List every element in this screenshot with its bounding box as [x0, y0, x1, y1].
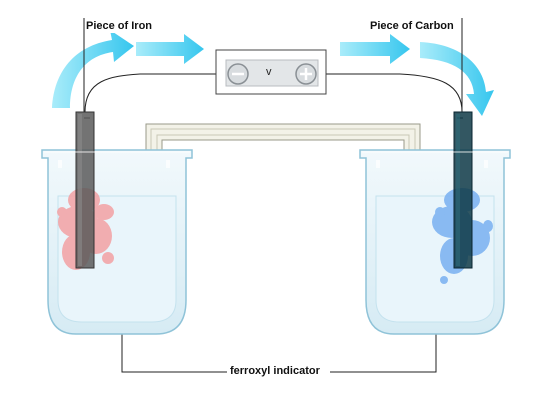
label-piece-of-carbon: Piece of Carbon [370, 20, 454, 33]
minus-icon [227, 63, 249, 85]
beaker-left [41, 111, 193, 335]
external-circuit-wire [84, 73, 463, 113]
voltmeter [215, 49, 327, 95]
flow-arrow-left-curve [52, 30, 134, 108]
electron-flow-arrows [52, 30, 494, 116]
label-piece-of-iron: Piece of Iron [86, 20, 153, 33]
flow-arrow-right-straight [340, 34, 410, 64]
flow-arrow-left-straight [136, 34, 204, 64]
beaker-right [359, 111, 511, 335]
label-ferroxyl-indicator: ferroxyl indicator [227, 365, 323, 378]
voltmeter-unit: v [266, 66, 272, 78]
flow-arrow-right-curve [420, 42, 494, 116]
plus-icon [295, 63, 317, 85]
